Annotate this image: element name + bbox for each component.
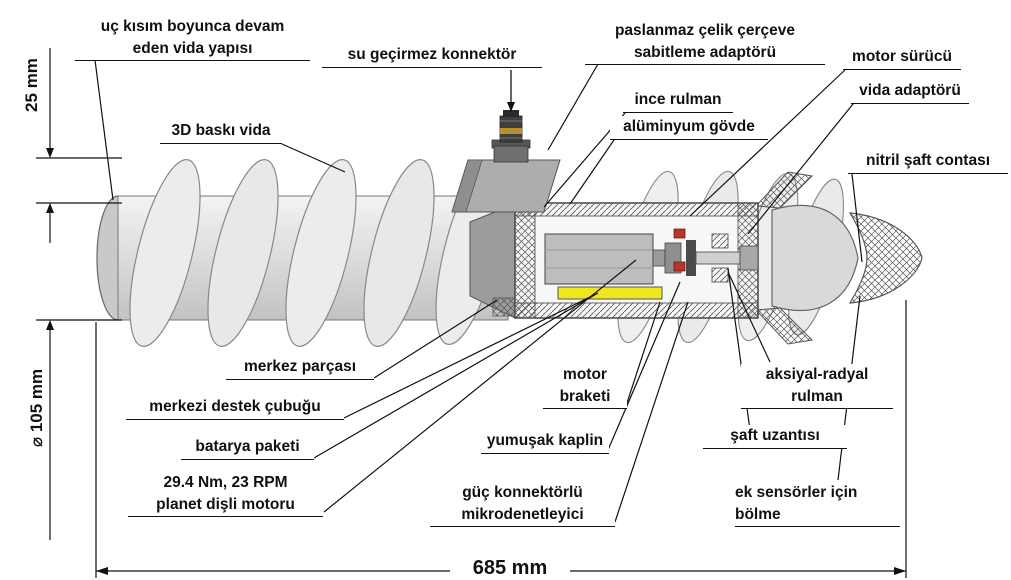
label-axial-radial-bearing: aksiyal-radyal rulman — [741, 364, 893, 410]
dimension-685mm: 685 mm — [450, 554, 570, 580]
label-center-piece: merkez parçası — [226, 356, 374, 380]
auger-screw — [96, 159, 509, 347]
label-shaft-extension: şaft uzantısı — [703, 425, 847, 449]
screw-flights — [129, 159, 505, 347]
dimension-25mm: 25 mm — [20, 50, 41, 120]
frame-adapter-bracket — [451, 159, 561, 213]
connector-arrow — [507, 70, 515, 112]
label-sensor-bay: ek sensörler için bölme — [735, 482, 900, 528]
axial-radial-bearing — [711, 233, 729, 249]
aluminum-housing — [514, 202, 759, 319]
gear-motor — [544, 233, 666, 285]
microcontroller-board — [686, 240, 696, 276]
tail-cone — [754, 171, 923, 345]
label-nitrile-shaft-seal: nitril şaft contası — [848, 150, 1008, 174]
label-battery-pack: batarya paketi — [181, 436, 314, 460]
axial-radial-bearing — [711, 267, 729, 283]
label-waterproof-connector: su geçirmez konnektör — [322, 44, 542, 68]
screw-adapter — [739, 245, 759, 271]
label-thin-bearing: ince rulman — [623, 89, 733, 113]
label-microcontroller: güç konnektörlü mikrodenetleyici — [430, 482, 615, 528]
label-aluminum-body: alüminyum gövde — [610, 116, 768, 140]
label-central-support-rod: merkezi destek çubuğu — [126, 396, 344, 420]
power-connector — [673, 228, 686, 239]
label-planetary-gear-motor: 29.4 Nm, 23 RPM planet dişli motoru — [128, 472, 323, 518]
label-soft-coupling: yumuşak kaplin — [481, 430, 609, 454]
label-motor-driver: motor sürücü — [843, 46, 961, 70]
label-printed-screw: 3D baskı vida — [160, 120, 282, 144]
waterproof-connector-graphic — [491, 110, 531, 163]
shaft-extension — [695, 251, 741, 265]
nitrile-seal-nose — [848, 212, 923, 304]
battery-pack — [557, 286, 663, 300]
dimension-105mm: ⌀ 105 mm — [25, 353, 47, 463]
power-connector — [673, 261, 686, 272]
label-tip-screw: uç kısım boyunca devam eden vida yapısı — [75, 16, 310, 62]
label-screw-adapter: vida adaptörü — [851, 80, 969, 104]
dimension-arrowheads — [46, 148, 906, 575]
label-motor-bracket: motor braketi — [543, 364, 627, 410]
label-frame-adapter: paslanmaz çelik çerçeve sabitleme adaptö… — [585, 20, 825, 66]
